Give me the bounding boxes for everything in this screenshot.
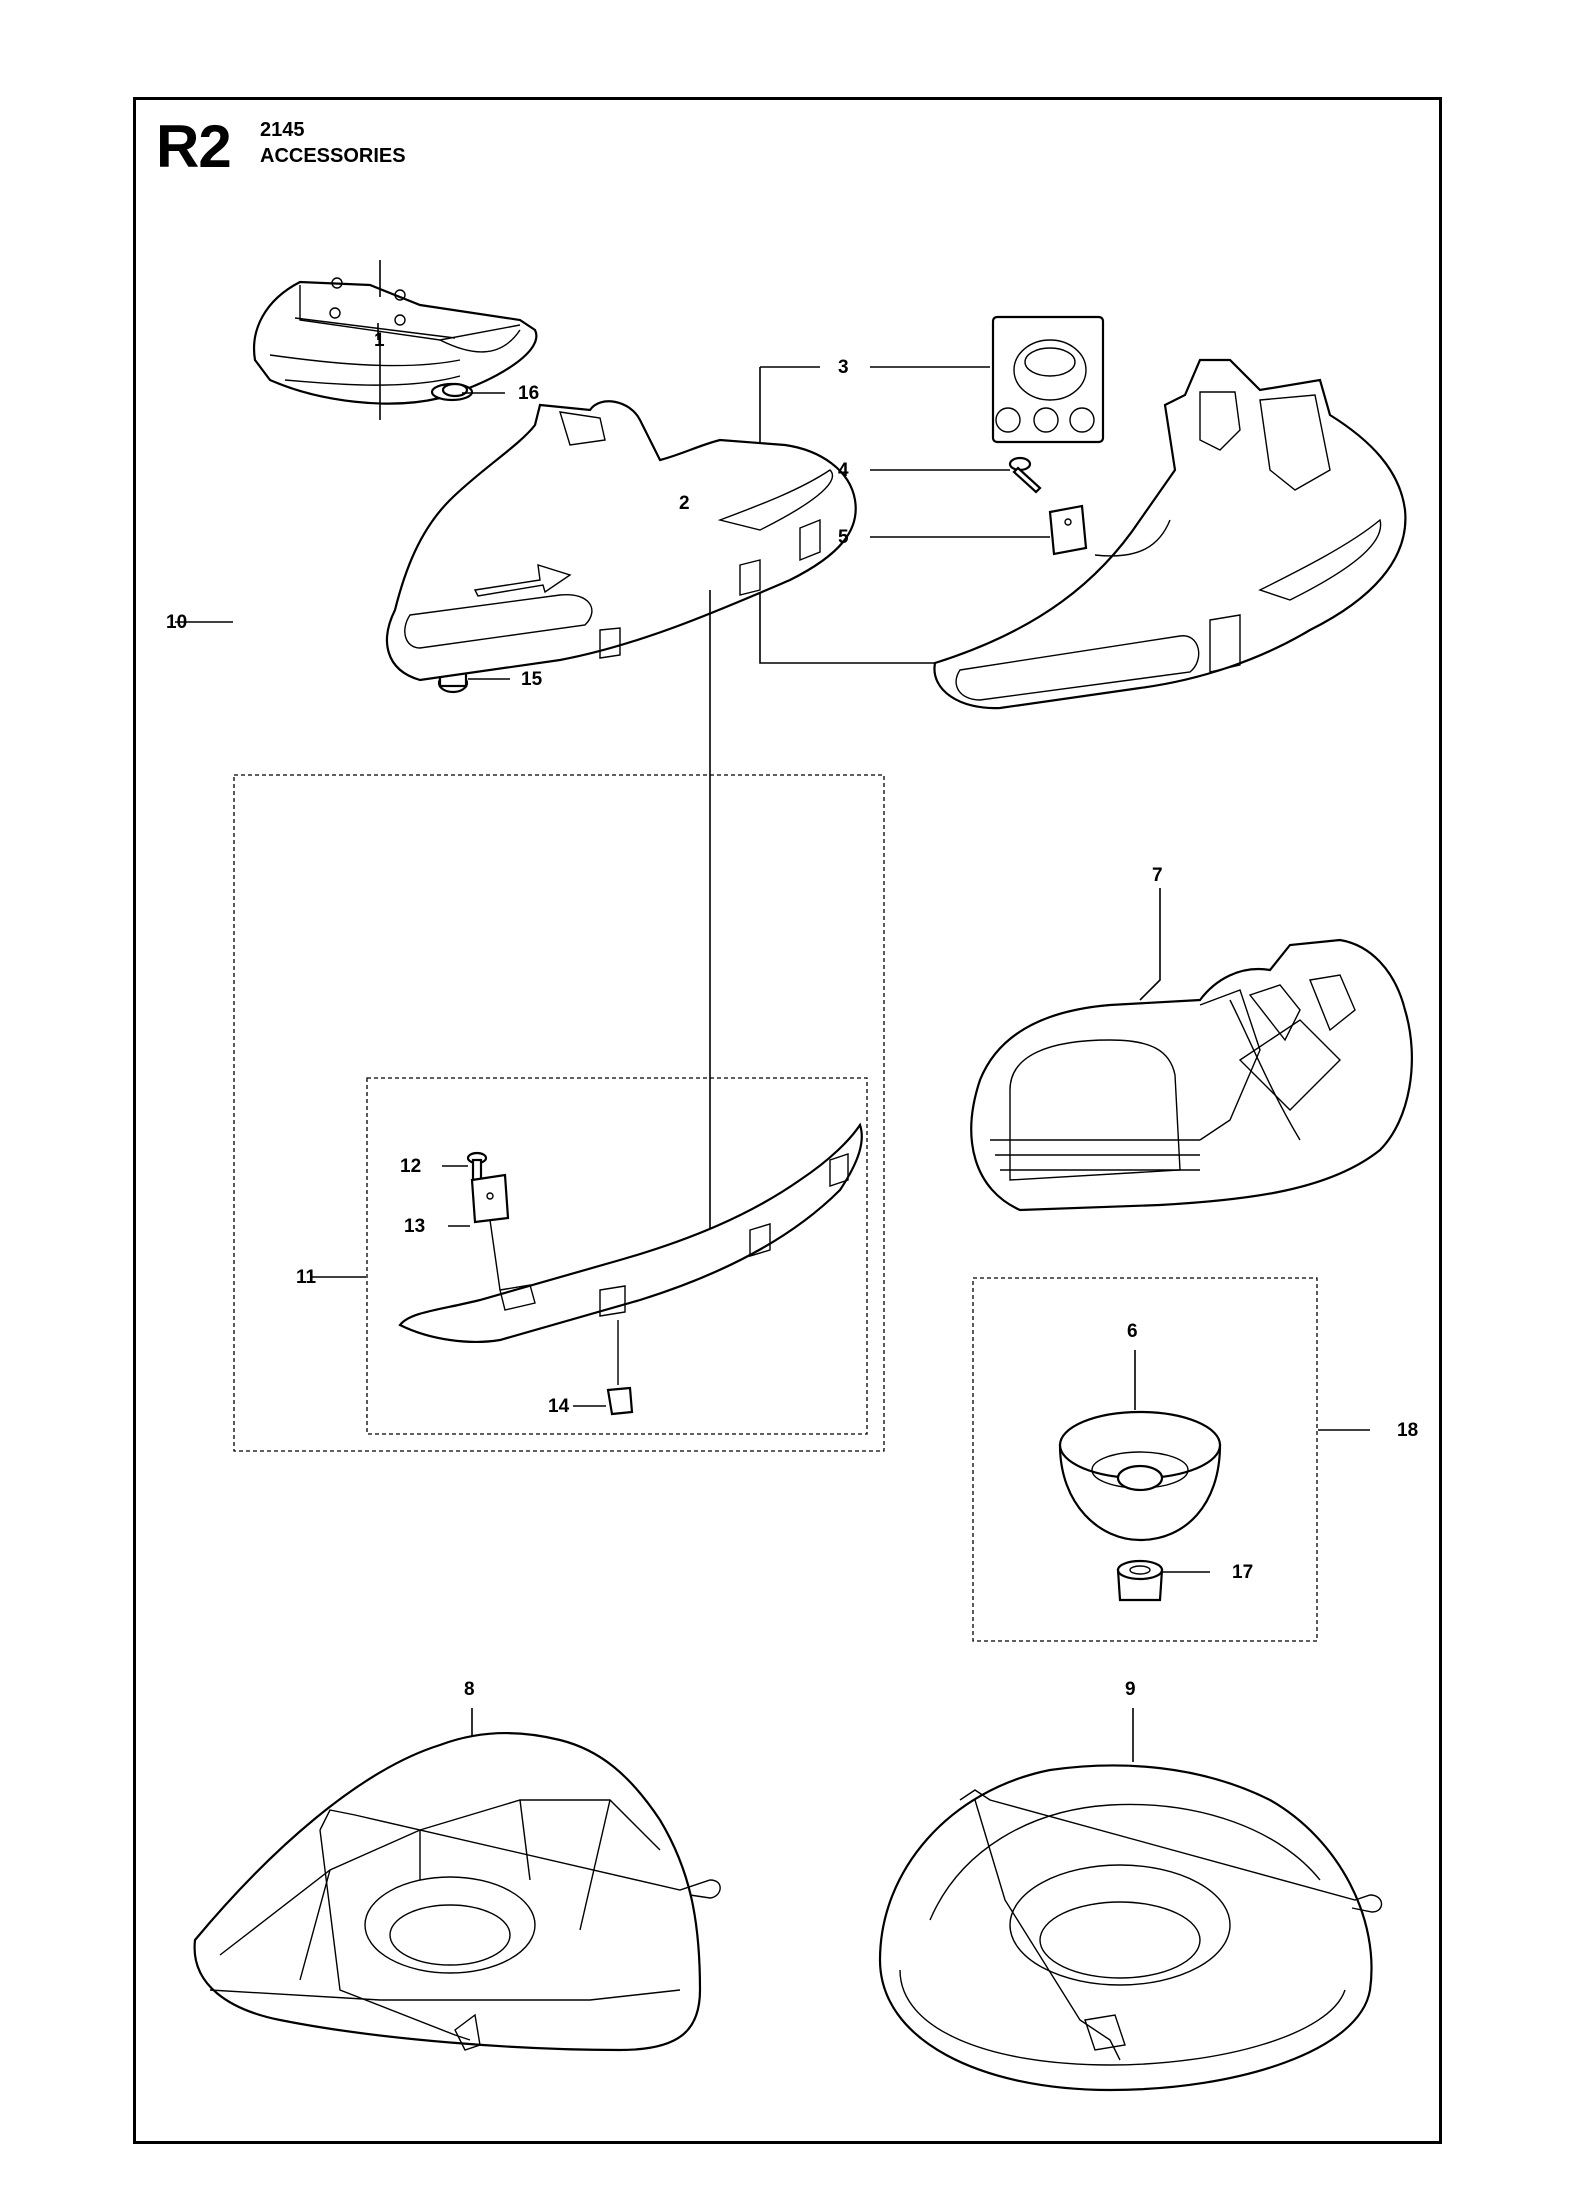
part-7-guard — [970, 938, 1413, 1212]
callout-16: 16 — [518, 383, 540, 404]
part-12-screw — [466, 1151, 488, 1182]
part-6-cup — [1058, 1410, 1222, 1542]
part-1-guard — [253, 277, 538, 420]
callout-5: 5 — [838, 527, 849, 548]
callout-4: 4 — [838, 460, 849, 481]
part-3-label — [991, 315, 1105, 444]
callout-11: 11 — [296, 1267, 317, 1288]
part-17-nut — [1116, 1559, 1164, 1602]
part-11-strip — [398, 1122, 863, 1343]
part-16-washer — [441, 382, 469, 398]
part-4-screw — [1008, 456, 1042, 494]
callout-10: 10 — [166, 612, 188, 633]
leader-7 — [1139, 888, 1161, 1001]
callout-13: 13 — [404, 1216, 426, 1237]
callout-7: 7 — [1152, 865, 1163, 886]
part-14-clip — [606, 1320, 634, 1416]
section-title: ACCESSORIES — [260, 145, 406, 167]
callout-8: 8 — [464, 1679, 475, 1700]
callout-12: 12 — [400, 1156, 422, 1177]
part-8-guard — [193, 1731, 721, 2052]
part-10-guard — [385, 400, 857, 682]
callout-6: 6 — [1127, 1321, 1138, 1342]
part-5-plate — [1048, 504, 1088, 556]
part-9-guard — [878, 1764, 1383, 2092]
callout-14: 14 — [548, 1396, 570, 1417]
callout-2: 2 — [679, 493, 690, 514]
page-frame — [133, 97, 1442, 2144]
callout-15: 15 — [521, 669, 543, 690]
callout-1: 1 — [374, 330, 385, 351]
callout-18: 18 — [1397, 1420, 1419, 1441]
callout-17: 17 — [1232, 1562, 1254, 1583]
model-number: 2145 — [260, 119, 305, 141]
callout-3: 3 — [838, 357, 849, 378]
page-code: R2 — [156, 113, 232, 180]
group-box-10 — [233, 774, 885, 1452]
group-box-18 — [972, 1277, 1318, 1642]
group-box-11 — [366, 1077, 868, 1435]
part-13-plate — [470, 1173, 510, 1291]
callout-9: 9 — [1125, 1679, 1136, 1700]
part-2-guard — [933, 358, 1407, 710]
